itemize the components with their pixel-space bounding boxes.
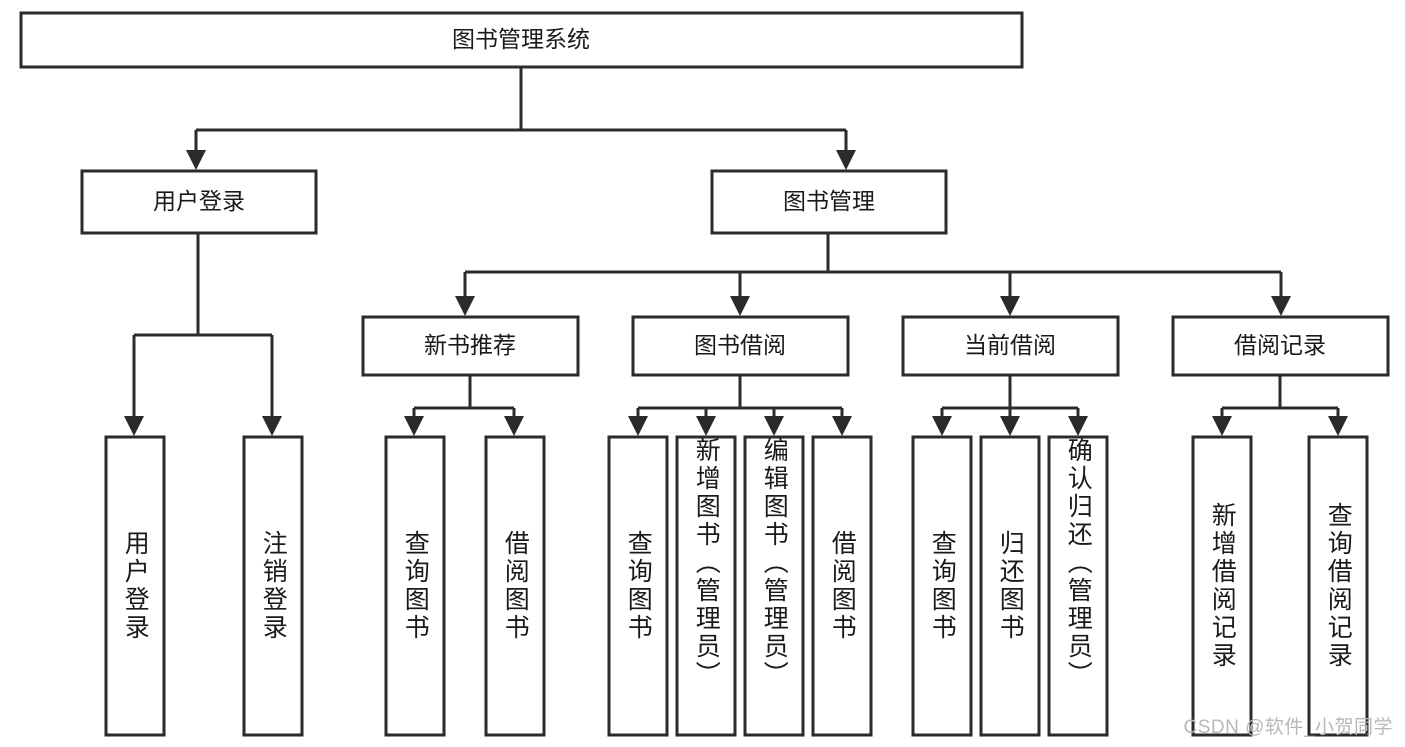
node-box-leaf-borrow-book-1[interactable] bbox=[484, 435, 546, 737]
node-box-leaf-add-record[interactable] bbox=[1191, 435, 1253, 737]
connector-new-book-to-leaves bbox=[404, 376, 524, 436]
node-label-root: 图书管理系统 bbox=[452, 26, 590, 52]
node-box-leaf-add-book[interactable] bbox=[675, 435, 737, 737]
node-box-leaf-query-book-2[interactable] bbox=[607, 435, 669, 737]
node-box-leaf-user-login[interactable] bbox=[104, 435, 166, 737]
node-label-book-borrow: 图书借阅 bbox=[694, 332, 786, 358]
node-box-leaf-query-book-3[interactable] bbox=[911, 435, 973, 737]
node-label-book-manage: 图书管理 bbox=[783, 188, 875, 214]
node-box-leaf-query-book-1[interactable] bbox=[384, 435, 446, 737]
node-label-current-borrow: 当前借阅 bbox=[964, 332, 1056, 358]
node-box-current-borrow[interactable] bbox=[901, 315, 1120, 377]
node-box-leaf-query-record[interactable] bbox=[1307, 435, 1369, 737]
connector-borrow-record-to-leaves bbox=[1212, 376, 1348, 436]
node-box-book-borrow[interactable] bbox=[631, 315, 850, 377]
node-box-new-book-recommend[interactable] bbox=[361, 315, 580, 377]
connector-current-borrow-to-leaves bbox=[932, 376, 1088, 436]
connector-book-borrow-to-leaves bbox=[628, 376, 852, 436]
node-box-leaf-edit-book[interactable] bbox=[743, 435, 805, 737]
node-box-borrow-record[interactable] bbox=[1171, 315, 1390, 377]
connector-user-login-to-leaves bbox=[124, 233, 282, 436]
node-box-user-login[interactable] bbox=[80, 169, 318, 235]
node-box-root[interactable] bbox=[19, 11, 1024, 69]
connector-book-manage-to-level3 bbox=[455, 233, 1291, 316]
node-box-leaf-return-book[interactable] bbox=[979, 435, 1041, 737]
node-label-new-book-recommend: 新书推荐 bbox=[424, 332, 516, 358]
node-box-leaf-borrow-book-2[interactable] bbox=[811, 435, 873, 737]
node-box-leaf-confirm-return[interactable] bbox=[1047, 435, 1109, 737]
node-box-leaf-logout[interactable] bbox=[242, 435, 304, 737]
connector-root-to-level2 bbox=[186, 68, 856, 170]
node-label-user-login: 用户登录 bbox=[153, 188, 245, 214]
node-box-book-manage[interactable] bbox=[710, 169, 948, 235]
node-label-borrow-record: 借阅记录 bbox=[1234, 332, 1326, 358]
watermark-text: CSDN @软件_小贺同学 bbox=[1183, 717, 1393, 738]
